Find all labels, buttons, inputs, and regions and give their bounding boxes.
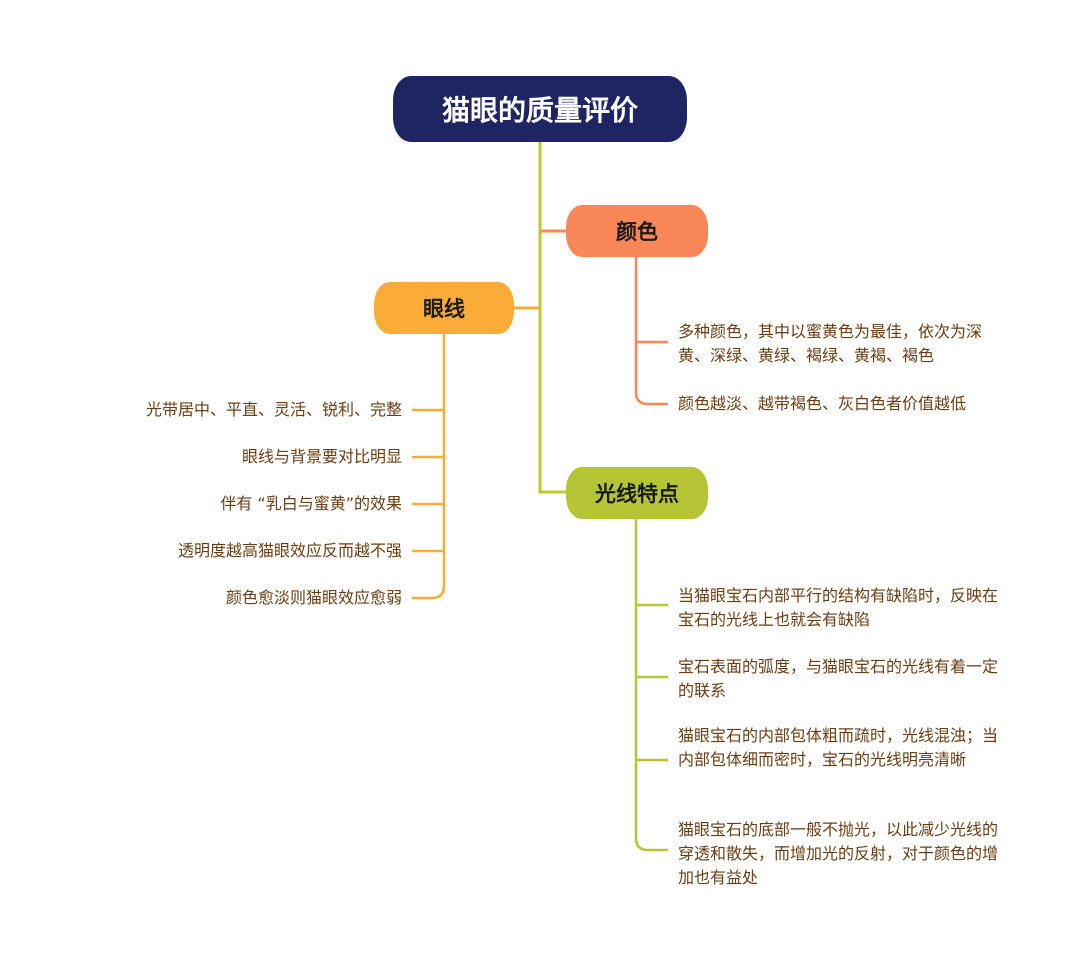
- light-leaf-1: 当猫眼宝石内部平行的结构有缺陷时，反映在宝石的光线上也就会有缺陷: [678, 586, 999, 629]
- branch-eyeline: 眼线: [374, 282, 514, 334]
- color-leaf-1: 多种颜色，其中以蜜黄色为最佳，依次为深黄、深绿、黄绿、褐绿、黄褐、褐色: [678, 322, 983, 365]
- branch-color: 颜色: [566, 205, 708, 257]
- root-node: 猫眼的质量评价: [393, 76, 687, 142]
- color-leaf-2: 颜色越淡、越带褐色、灰白色者价值越低: [678, 394, 967, 413]
- light-leaf-4: 猫眼宝石的底部一般不抛光，以此减少光线的穿透和散失，而增加光的反射，对于颜色的增…: [678, 820, 999, 887]
- light-leaf-2: 宝石表面的弧度，与猫眼宝石的光线有着一定的联系: [678, 657, 999, 700]
- branch-light: 光线特点: [566, 467, 708, 519]
- eyeline-leaf-4: 透明度越高猫眼效应反而越不强: [177, 541, 402, 560]
- eyeline-leaf-1: 光带居中、平直、灵活、锐利、完整: [145, 400, 402, 419]
- light-leaf-3: 猫眼宝石的内部包体粗而疏时，光线混浊；当内部包体细而密时，宝石的光线明亮清晰: [678, 726, 999, 769]
- light-leaf-line: [634, 519, 668, 852]
- eyeline-leaf-5: 颜色愈淡则猫眼效应愈弱: [225, 588, 402, 607]
- color-leaf-line: [634, 257, 668, 406]
- eyeline-leaf-2: 眼线与背景要对比明显: [241, 447, 402, 466]
- trunk-line: [538, 142, 566, 494]
- eyeline-leaf-3: 伴有 “乳白与蜜黄”的效果: [220, 494, 402, 513]
- eyeline-leaf-line: [412, 334, 446, 600]
